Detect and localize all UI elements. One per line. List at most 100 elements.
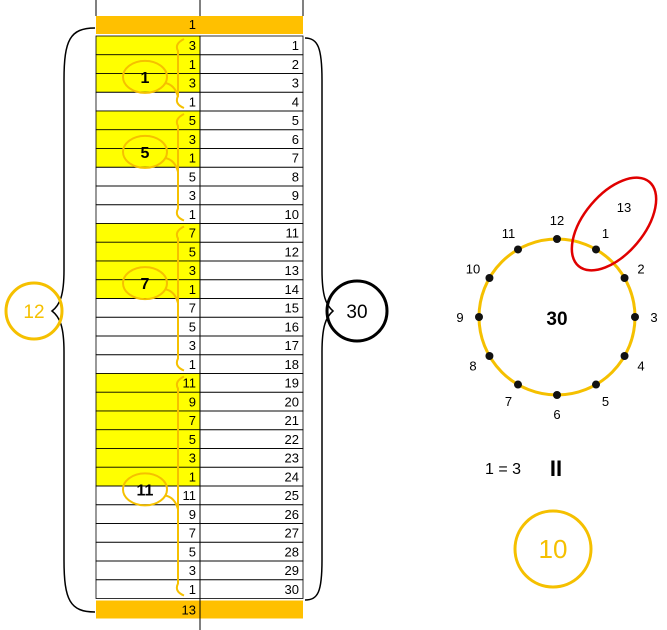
right-cell-value: 8 [292,169,299,184]
left-cell-value: 1 [189,282,196,297]
left-cell-value: 11 [183,488,197,503]
oval-connector [164,156,179,173]
table-cell-left [95,560,201,581]
brace-right-label: 30 [346,302,367,323]
group-label: 7 [141,276,150,293]
hour-dot [620,352,629,360]
hour-label: 9 [456,310,463,325]
right-cell-value: 29 [285,563,299,578]
table-cell-left [95,91,201,112]
hour-label: 10 [466,262,480,277]
table-cell-left [95,579,201,599]
highlight-cell [96,448,200,468]
hour-dot [485,352,494,360]
right-cell-value: 3 [292,76,299,91]
oval-connector [164,494,179,510]
left-cell-value: 5 [189,113,196,128]
right-cell-value: 9 [292,188,299,203]
highlight-cell [96,261,200,280]
group-oval [122,266,168,301]
right-cell-value: 17 [285,338,299,353]
left-cell-value: 5 [189,244,196,259]
result-circle [513,509,593,589]
right-cell-value: 18 [285,357,299,372]
table-cell-left [95,541,201,562]
right-cell-value: 20 [285,394,299,409]
hour-label: 6 [553,407,560,422]
hour-label: 1 [602,226,609,241]
result-label: 10 [539,534,568,564]
highlight-cell [96,129,200,149]
table-cell-right [199,91,304,112]
highlight-cell [96,36,200,55]
hour-label: 3 [650,310,657,325]
left-cell-value: 5 [189,432,196,447]
table-cell-right [199,129,304,149]
left-cell-value: 7 [189,301,196,316]
left-cell-value: 11 [183,376,197,391]
hour-label: 8 [469,359,476,374]
table-cell-left [95,504,201,524]
right-cell-value: 27 [285,526,299,541]
group-label: 5 [141,145,150,162]
highlight-cell [96,111,200,130]
table-footer-value: 13 [182,603,196,618]
right-cell-value: 26 [285,507,299,522]
hour-dot [553,391,561,399]
left-cell-value: 3 [189,263,196,278]
left-cell-value: 9 [189,507,196,522]
table-cell-right [199,579,304,599]
hour-dot [592,245,600,254]
left-cell-value: 5 [189,169,196,184]
brace-left-label: 12 [23,302,44,323]
left-cell-value: 1 [189,57,196,72]
hour-label: 5 [602,394,609,409]
group-connector-line [175,38,185,597]
table-cell-left [95,523,201,543]
hour-dot [514,245,522,254]
left-cell-value: 7 [189,226,196,241]
right-cell-value: 4 [292,94,299,109]
right-cell-value: 19 [285,376,299,391]
table-cell-right [199,110,304,131]
table-cell-left [95,298,201,318]
left-cell-value: 5 [189,319,196,334]
table-cell-left [95,204,201,224]
hour-dot [553,235,561,243]
left-cell-value: 3 [189,563,196,578]
left-cell-value: 7 [189,413,196,428]
hour-label: 2 [637,262,644,277]
hour-label: 12 [550,213,564,228]
hour-label: 11 [502,226,516,241]
right-brace [304,37,335,601]
left-cell-value: 3 [189,338,196,353]
oval-connector [164,288,179,304]
left-cell-value: 1 [189,357,196,372]
table-cell-left [95,354,201,374]
hour-dot [631,313,639,321]
pause-symbol: II [550,456,562,481]
left-cell-value: 3 [189,132,196,147]
hour-dot [620,274,629,282]
hour-dot [485,274,494,282]
hour-label: 7 [505,394,512,409]
right-cell-value: 16 [285,319,299,334]
group-label: 1 [141,70,150,87]
right-cell-value: 23 [285,451,299,466]
table-header-value: 1 [189,17,196,32]
right-cell-value: 13 [285,263,299,278]
left-cell-value: 1 [189,582,196,597]
hour-dot [592,380,600,389]
right-cell-value: 28 [285,544,299,559]
left-cell-value: 9 [189,394,196,409]
table-cell-left [95,185,201,206]
table-cell-right [199,54,304,74]
highlight-cell [96,54,200,74]
highlight-cell [96,223,200,243]
left-cell-value: 1 [189,151,196,166]
brace-right-circle [325,279,389,343]
right-cell-value: 11 [286,226,300,241]
